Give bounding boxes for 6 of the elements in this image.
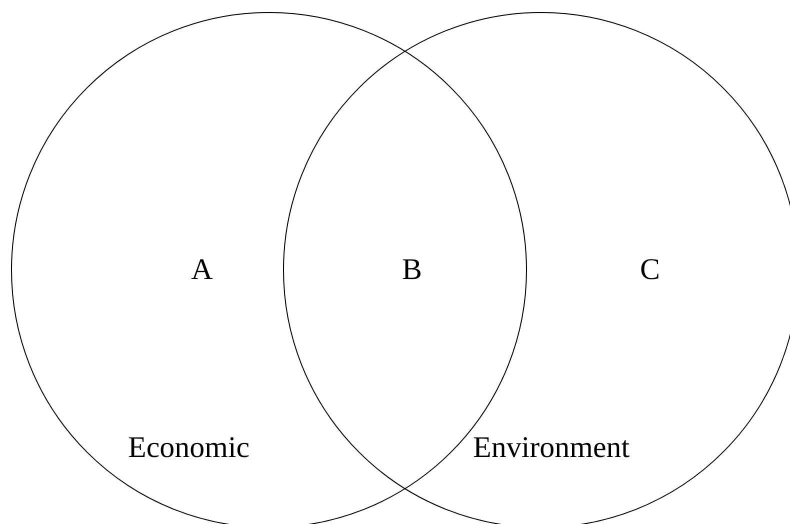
region-label: C [640, 252, 660, 288]
venn-circle [283, 12, 790, 524]
region-label: B [402, 252, 422, 288]
set-label: Economic [128, 431, 250, 466]
set-label: Environment [473, 431, 630, 466]
region-label: A [191, 252, 213, 288]
